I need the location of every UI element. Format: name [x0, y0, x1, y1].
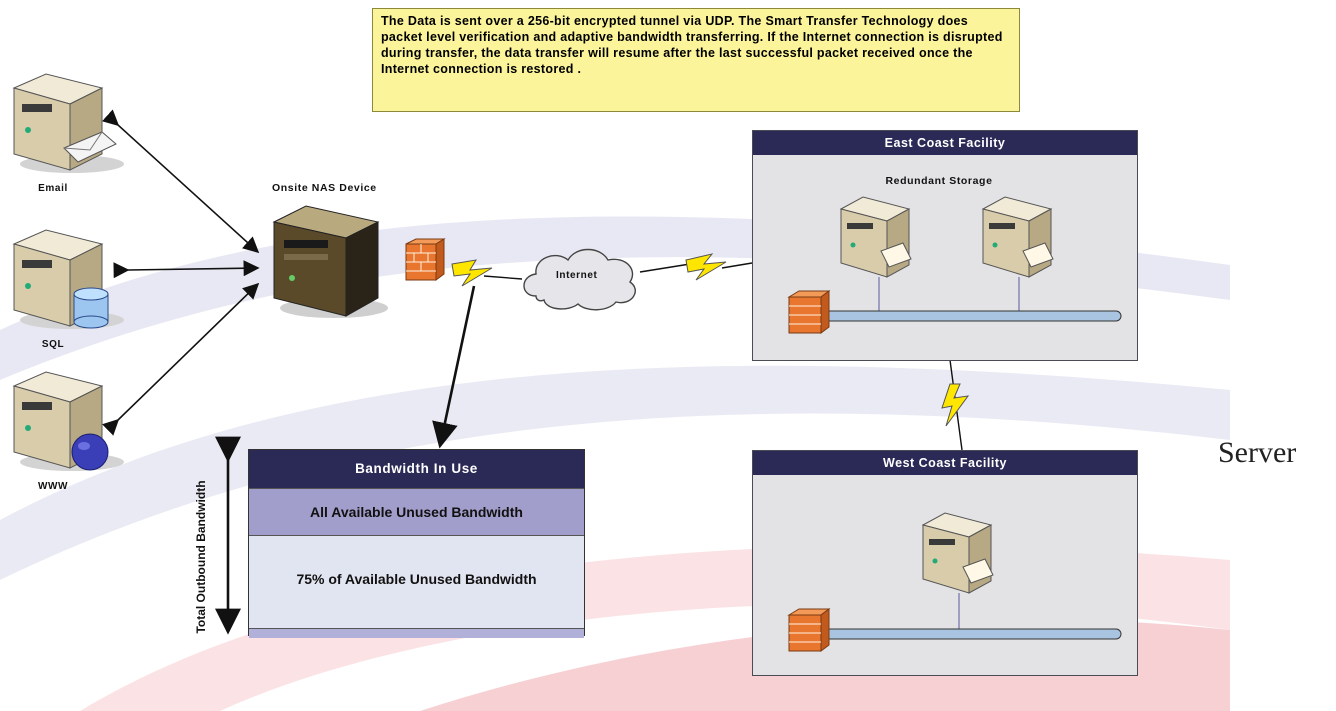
east-west-bolt-icon: [941, 383, 970, 427]
info-note-text: The Data is sent over a 256-bit encrypte…: [381, 14, 1003, 76]
bandwidth-row-75: 75% of Available Unused Bandwidth: [249, 536, 584, 628]
bandwidth-panel: Bandwidth In Use All Available Unused Ba…: [248, 449, 585, 638]
east-facility-title: East Coast Facility: [753, 131, 1137, 155]
west-facility-panel: West Coast Facility: [752, 450, 1138, 676]
bandwidth-title: Bandwidth In Use: [249, 450, 584, 488]
sql-label: SQL: [41, 339, 65, 350]
east-server-1-icon: [839, 196, 912, 278]
nas-device-icon: [272, 205, 388, 318]
sql-nas-link: [113, 260, 260, 279]
east-firewall-icon: [787, 290, 831, 334]
west-firewall-icon: [787, 608, 831, 652]
nas-firewall-icon: [405, 238, 446, 281]
east-server-2-icon: [981, 196, 1054, 278]
partial-server-text: Server: [1218, 436, 1297, 469]
www-label: WWW: [37, 481, 69, 492]
email-label: Email: [38, 183, 68, 194]
west-network-graphic: [787, 512, 1122, 652]
internet-label: Internet: [556, 270, 598, 281]
redundant-storage-label: Redundant Storage: [885, 175, 993, 187]
east-network-graphic: [787, 196, 1122, 334]
sql-server-icon: [12, 229, 124, 329]
west-server-icon: [921, 512, 994, 594]
internet-cloud-icon: [523, 248, 636, 311]
info-note: The Data is sent over a 256-bit encrypte…: [372, 8, 1020, 112]
www-server: WWW: [6, 364, 126, 494]
total-bandwidth-label: Total Outbound Bandwidth: [194, 480, 208, 634]
west-facility-title: West Coast Facility: [753, 451, 1137, 475]
bandwidth-row-all: All Available Unused Bandwidth: [249, 488, 584, 536]
east-facility-panel: East Coast Facility Redundant Storage: [752, 130, 1138, 361]
east-link-bolt-icon: [685, 253, 727, 281]
email-server: Email: [6, 66, 126, 196]
nas-bandwidth-arrow: [432, 285, 476, 449]
www-server-icon: [12, 371, 124, 471]
bandwidth-footer-bar: [249, 628, 584, 638]
www-nas-link: [102, 282, 260, 436]
nas-link-bolt-icon: [451, 259, 493, 287]
email-server-icon: [12, 73, 124, 173]
nas-label: Onsite NAS Device: [272, 182, 377, 194]
email-nas-link: [101, 109, 260, 254]
sql-server: SQL: [6, 222, 126, 352]
